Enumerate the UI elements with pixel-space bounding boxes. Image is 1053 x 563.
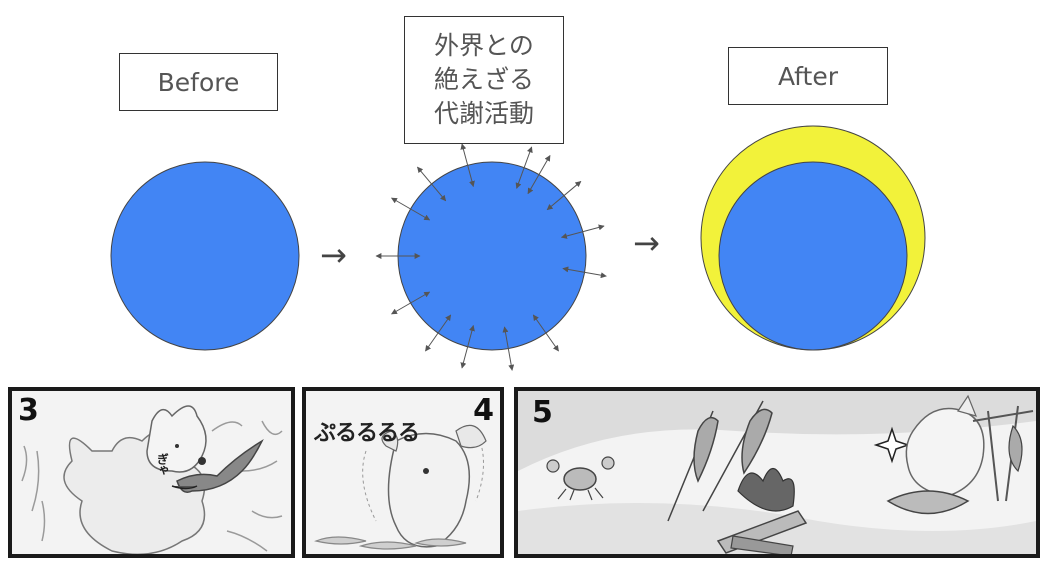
- panel-number-5: 5: [532, 395, 553, 430]
- exchange-arrow: [532, 314, 559, 352]
- exchange-arrow: [515, 146, 533, 189]
- sound-effect-text: ぎゃ: [155, 453, 169, 475]
- exchange-arrow: [425, 314, 452, 352]
- exchange-arrow: [460, 324, 475, 369]
- metabolism-label-line-2: 絶えざる: [433, 65, 534, 94]
- right-arrow: →: [633, 224, 660, 262]
- diagram-canvas: [110, 125, 926, 371]
- fish-on-sticks: [667, 400, 773, 522]
- after-label: After: [728, 47, 888, 105]
- before-label: Before: [119, 53, 278, 111]
- right-arrow: →: [320, 236, 347, 274]
- comic-panel-3: 3 ぎゃ: [8, 387, 295, 558]
- exchange-arrow: [560, 224, 605, 239]
- dog-eating: [886, 394, 985, 515]
- exchange-arrow: [562, 266, 607, 279]
- exchange-arrow: [546, 181, 582, 211]
- sound-effect-text: ぷるるるる: [314, 421, 420, 446]
- dog-catching-fish-illustration: [21, 405, 283, 554]
- metabolism-label-line-3: 代謝活動: [433, 99, 534, 128]
- exchange-arrows: [375, 143, 607, 371]
- exchange-arrow: [391, 197, 431, 221]
- metabolism-circle: [397, 161, 587, 351]
- exchange-arrow: [527, 155, 551, 195]
- comic-panel-5: 5: [514, 387, 1040, 558]
- dog-shaking-illustration: [314, 424, 487, 550]
- panel-number-4: 4: [473, 393, 494, 428]
- exchange-arrow: [460, 143, 475, 188]
- metabolism-label: 外界との 絶えざる 代謝活動: [404, 16, 564, 144]
- sparkle: [873, 426, 911, 464]
- exchange-arrow: [502, 326, 515, 371]
- campfire: [716, 467, 808, 554]
- crab: [546, 456, 615, 501]
- campfire-cooking-illustration: [518, 391, 1036, 554]
- comic-panel-4: 4 ぷるるるる: [302, 387, 504, 558]
- drying-rack: [972, 405, 1034, 502]
- after-circle: [718, 161, 908, 351]
- exchange-arrow: [391, 291, 431, 315]
- exchange-arrow: [417, 166, 447, 202]
- metabolism-label-line-1: 外界との: [434, 31, 534, 60]
- panel-number-3: 3: [18, 393, 39, 428]
- before-circle: [110, 161, 300, 351]
